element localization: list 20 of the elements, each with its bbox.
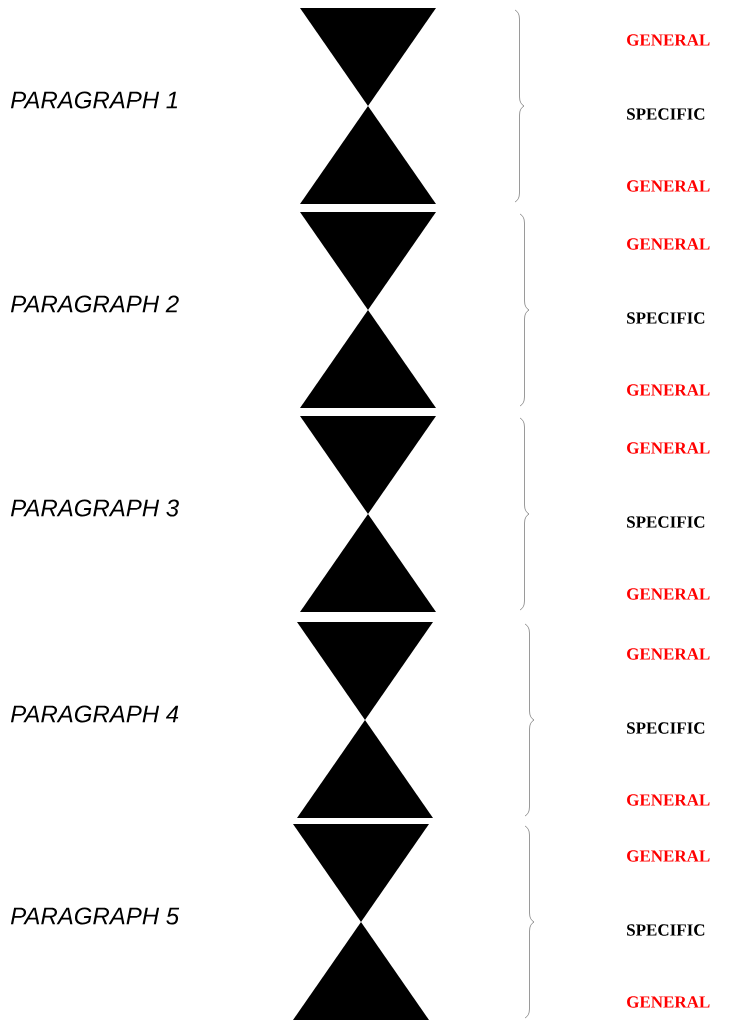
level-label: GENERAL [627, 238, 710, 250]
level-label: GENERAL [627, 384, 710, 396]
level-label: SPECIFIC [627, 924, 705, 936]
level-label: GENERAL [627, 34, 710, 46]
level-label: GENERAL [627, 996, 710, 1008]
paragraph-label: PARAGRAPH 4 [10, 705, 179, 723]
level-label: GENERAL [627, 794, 710, 806]
level-label: SPECIFIC [627, 108, 705, 120]
level-label: SPECIFIC [627, 312, 705, 324]
paragraph-label: PARAGRAPH 2 [10, 295, 179, 313]
paragraph-label: PARAGRAPH 5 [10, 907, 180, 925]
level-label: GENERAL [627, 180, 710, 192]
level-label: GENERAL [627, 850, 710, 862]
level-label: SPECIFIC [627, 722, 705, 734]
paragraph-label: PARAGRAPH 3 [10, 499, 179, 517]
level-label: GENERAL [627, 442, 710, 454]
level-label: SPECIFIC [627, 516, 705, 528]
level-label: GENERAL [627, 648, 710, 660]
level-label: GENERAL [627, 588, 710, 600]
paragraph-label: PARAGRAPH 1 [10, 91, 178, 109]
